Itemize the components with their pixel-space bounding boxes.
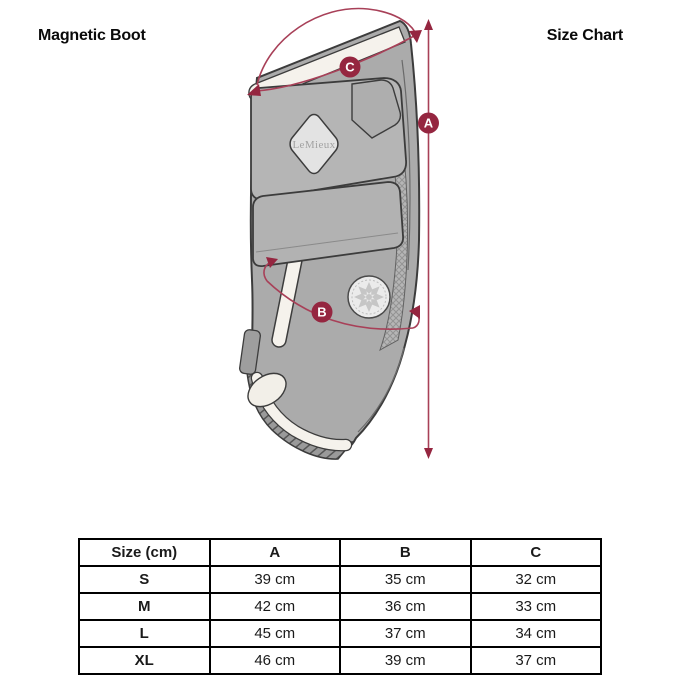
cell-xl-c: 37 cm: [469, 646, 602, 675]
cell-m-c: 33 cm: [469, 592, 602, 621]
side-tab: [239, 329, 261, 375]
cell-l-a: 45 cm: [208, 619, 341, 648]
size-table: Size (cm) A B C S 39 cm 35 cm 32 cm M 42…: [78, 538, 602, 675]
cell-l-b: 37 cm: [339, 619, 472, 648]
cell-size-s: S: [78, 565, 211, 594]
marker-b: B: [311, 301, 333, 323]
fetlock-pad: [247, 372, 287, 408]
table-row-m: M 42 cm 36 cm 33 cm: [78, 592, 602, 621]
magnet-badge: [347, 275, 391, 319]
col-header-b: B: [339, 538, 472, 567]
size-table-header-row: Size (cm) A B C: [78, 538, 602, 567]
brand-text: LeMieux: [292, 139, 335, 151]
cell-size-m: M: [78, 592, 211, 621]
col-header-size: Size (cm): [78, 538, 211, 567]
measurement-arrow-a: [424, 19, 433, 459]
table-row-s: S 39 cm 35 cm 32 cm: [78, 565, 602, 594]
cell-s-c: 32 cm: [469, 565, 602, 594]
cell-size-l: L: [78, 619, 211, 648]
size-chart-title: Size Chart: [546, 27, 623, 44]
cell-size-xl: XL: [78, 646, 211, 675]
marker-c: C: [339, 56, 361, 78]
svg-text:B: B: [317, 305, 326, 320]
cell-xl-a: 46 cm: [208, 646, 341, 675]
table-row-l: L 45 cm 37 cm 34 cm: [78, 619, 602, 648]
product-title: Magnetic Boot: [38, 27, 146, 44]
cell-m-b: 36 cm: [339, 592, 472, 621]
marker-a: A: [418, 112, 439, 134]
svg-text:A: A: [424, 116, 434, 131]
cell-s-a: 39 cm: [208, 565, 341, 594]
cell-xl-b: 39 cm: [339, 646, 472, 675]
lower-strap: [252, 181, 404, 268]
col-header-c: C: [469, 538, 602, 567]
cell-l-c: 34 cm: [469, 619, 602, 648]
brand-patch: LeMieux: [287, 111, 341, 177]
cell-m-a: 42 cm: [208, 592, 341, 621]
boot-svg: LeMieux: [239, 7, 439, 460]
svg-text:C: C: [345, 60, 355, 75]
col-header-a: A: [208, 538, 341, 567]
measurement-arrow-c: [255, 7, 416, 92]
cell-s-b: 35 cm: [339, 565, 472, 594]
table-row-xl: XL 46 cm 39 cm 37 cm: [78, 646, 602, 675]
strap-flap: [351, 79, 402, 139]
boot-illustration: LeMieux: [225, 0, 465, 485]
